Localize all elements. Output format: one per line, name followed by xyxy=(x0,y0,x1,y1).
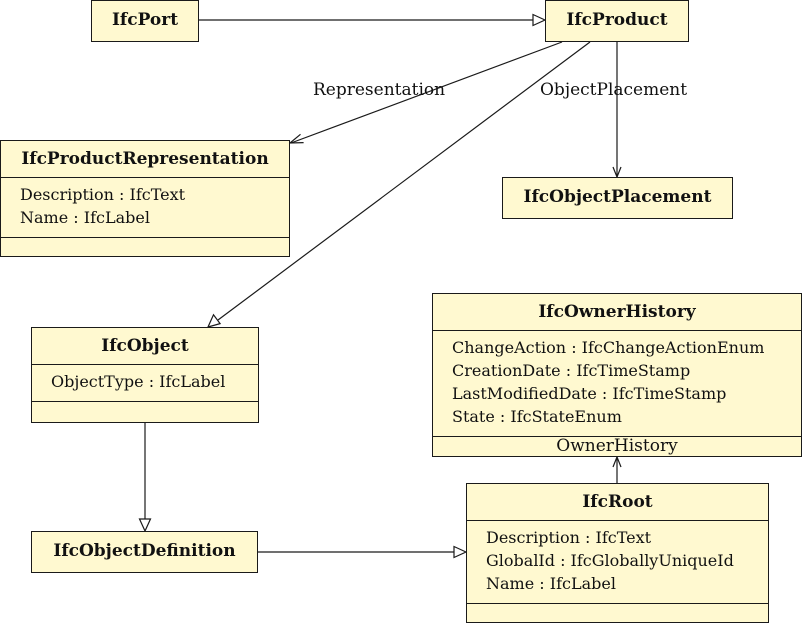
class-attributes: ObjectType : IfcLabel xyxy=(32,364,258,401)
class-attributes: Description : IfcText Name : IfcLabel xyxy=(1,177,289,237)
class-name: IfcObject xyxy=(101,336,189,356)
relation-label-ownerhistory: OwnerHistory xyxy=(433,436,801,455)
class-name: IfcRoot xyxy=(582,492,653,512)
class-ifcownerhistory[interactable]: IfcOwnerHistory ChangeAction : IfcChange… xyxy=(432,293,802,457)
class-attributes: Description : IfcText GlobalId : IfcGlob… xyxy=(467,520,768,603)
class-name: IfcProduct xyxy=(566,10,668,30)
relation-label-representation: Representation xyxy=(313,80,446,100)
association-arrowhead xyxy=(612,455,622,468)
edge-product-to-object xyxy=(217,41,591,321)
class-attribute: Name : IfcLabel xyxy=(20,208,150,227)
class-attribute: Description : IfcText xyxy=(20,185,186,204)
class-ifcobject[interactable]: IfcObject ObjectType : IfcLabel xyxy=(31,327,259,423)
edge-product-to-representation xyxy=(290,41,563,144)
class-name: IfcObjectPlacement xyxy=(523,187,712,207)
class-ifcport[interactable]: IfcPort xyxy=(91,0,199,42)
class-attribute: Name : IfcLabel xyxy=(486,574,616,593)
class-name: IfcProductRepresentation xyxy=(21,149,269,169)
class-attribute: CreationDate : IfcTimeStamp xyxy=(452,361,691,380)
class-attribute: LastModifiedDate : IfcTimeStamp xyxy=(452,384,727,403)
class-name: IfcOwnerHistory xyxy=(538,302,696,322)
class-attributes: ChangeAction : IfcChangeActionEnum Creat… xyxy=(433,330,801,436)
class-attribute: ObjectType : IfcLabel xyxy=(51,372,226,391)
class-ifcproduct[interactable]: IfcProduct xyxy=(545,0,689,42)
class-attribute: ChangeAction : IfcChangeActionEnum xyxy=(452,338,765,357)
generalization-arrowhead xyxy=(532,13,547,27)
association-arrowhead xyxy=(288,133,304,144)
class-attribute: State : IfcStateEnum xyxy=(452,407,622,426)
class-ifcobjectplacement[interactable]: IfcObjectPlacement xyxy=(502,177,733,219)
class-operations xyxy=(32,401,258,419)
class-attribute: Description : IfcText xyxy=(486,528,652,547)
relation-label-objectplacement: ObjectPlacement xyxy=(540,80,688,100)
class-attribute: GlobalId : IfcGloballyUniqueId xyxy=(486,551,734,570)
generalization-arrowhead xyxy=(138,518,152,533)
class-name: IfcObjectDefinition xyxy=(53,541,236,561)
generalization-arrowhead xyxy=(206,313,222,328)
generalization-arrowhead xyxy=(453,545,468,559)
class-operations xyxy=(467,603,768,621)
class-ifcroot[interactable]: IfcRoot Description : IfcText GlobalId :… xyxy=(466,483,769,623)
class-operations xyxy=(1,237,289,255)
class-ifcobjectdefinition[interactable]: IfcObjectDefinition xyxy=(31,531,258,573)
class-name: IfcPort xyxy=(111,10,179,30)
class-ifcproductrepresentation[interactable]: IfcProductRepresentation Description : I… xyxy=(0,140,290,257)
